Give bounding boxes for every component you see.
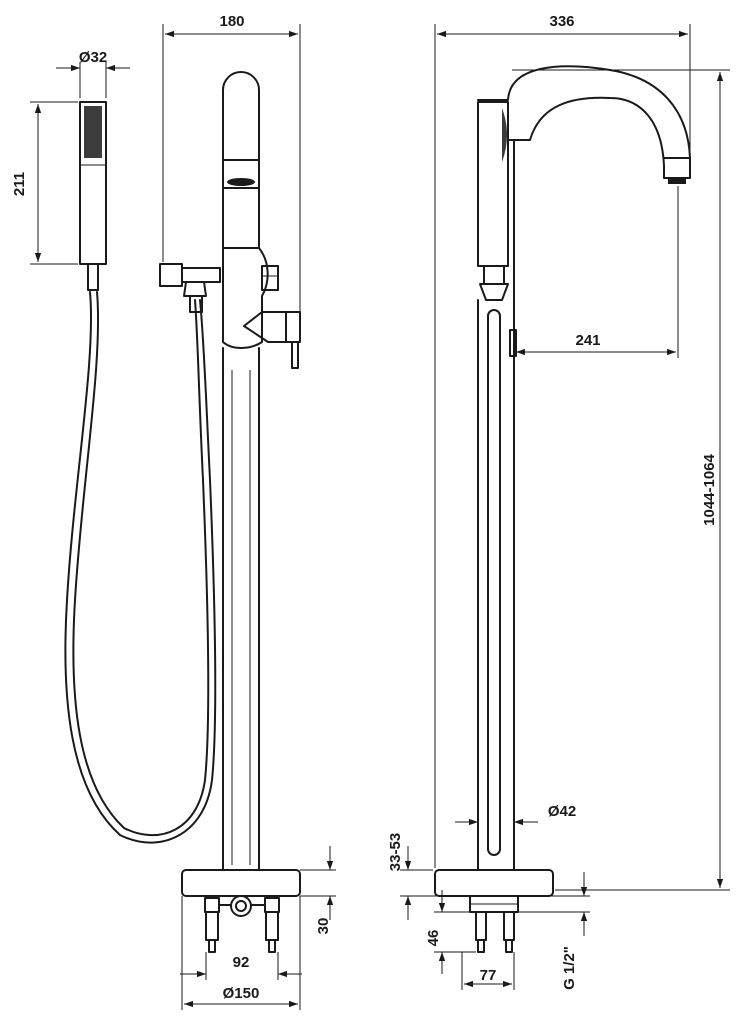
- side-hand-shower: [477, 101, 509, 301]
- dimension-labels: Ø32 211 180 30 92 Ø150 336 241 1044-1064…: [11, 13, 718, 1002]
- dimension-lines: [30, 24, 730, 1010]
- label-side-width: 336: [549, 13, 574, 30]
- label-connection-spacing: 77: [480, 967, 497, 984]
- label-fixing-depth: 46: [425, 930, 442, 947]
- label-adjustment-range: 33-53: [387, 833, 404, 871]
- shower-holder: [159, 263, 221, 313]
- lever-handle: [243, 311, 301, 369]
- diverter-knob: [261, 265, 279, 291]
- label-base-height: 30: [315, 918, 332, 935]
- fixings: [204, 895, 280, 953]
- label-front-width: 180: [219, 13, 244, 30]
- base-plate: [181, 869, 301, 897]
- label-spout-reach: 241: [575, 332, 600, 349]
- hand-shower: [79, 101, 107, 291]
- front-view-mixer: [159, 71, 301, 953]
- side-view-mixer: [434, 65, 691, 953]
- spray-nozzles: [80, 106, 106, 166]
- column: [222, 347, 260, 871]
- shower-hose: [64, 291, 217, 844]
- label-fixing-spacing: 92: [233, 954, 250, 971]
- label-handshower-length: 211: [11, 172, 28, 196]
- label-base-diameter: Ø150: [223, 985, 260, 1002]
- label-column-diameter: Ø42: [548, 803, 576, 820]
- label-handshower-diameter: Ø32: [79, 49, 107, 66]
- side-fixings: [469, 895, 519, 953]
- label-total-height: 1044-1064: [701, 453, 718, 525]
- label-thread: G 1/2": [561, 946, 578, 990]
- side-column: [477, 139, 517, 871]
- side-base-plate: [434, 869, 554, 897]
- spout: [477, 65, 691, 184]
